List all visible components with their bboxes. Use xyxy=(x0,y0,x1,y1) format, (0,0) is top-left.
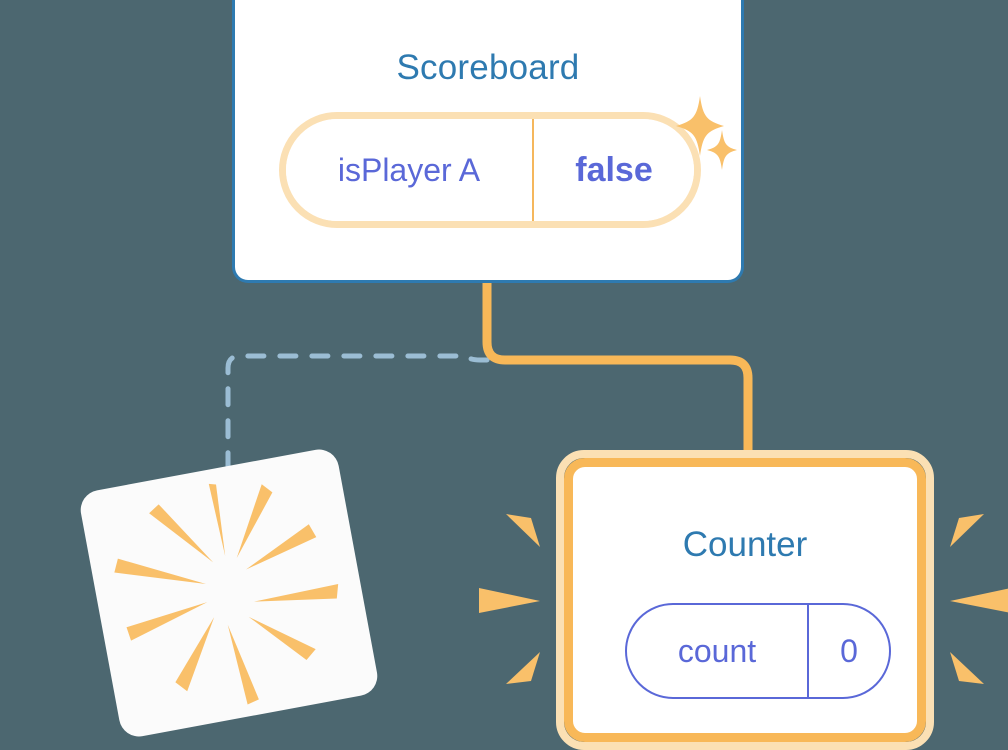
node-scoreboard[interactable]: Scoreboard isPlayer A false xyxy=(232,0,744,283)
scoreboard-title: Scoreboard xyxy=(396,48,580,87)
scoreboard-state-key: isPlayer A xyxy=(286,119,534,221)
counter-state-pill[interactable]: count 0 xyxy=(625,603,891,699)
rays-right-icon xyxy=(950,514,1008,684)
node-counter[interactable]: Counter count 0 xyxy=(556,450,934,750)
rays-left-icon xyxy=(479,514,540,684)
node-blank-card[interactable] xyxy=(77,446,381,740)
counter-title: Counter xyxy=(682,525,808,564)
re-render-burst-icon xyxy=(114,483,339,705)
connector-scoreboard-to-counter xyxy=(482,283,753,462)
counter-state-value: 0 xyxy=(840,632,858,669)
scoreboard-state-value: false xyxy=(575,150,653,189)
counter-state-key: count xyxy=(627,605,809,697)
scoreboard-pill-glow xyxy=(279,112,701,228)
scoreboard-state-pill[interactable]: isPlayer A false xyxy=(279,112,701,228)
connector-scoreboard-to-blank-card xyxy=(225,353,490,473)
